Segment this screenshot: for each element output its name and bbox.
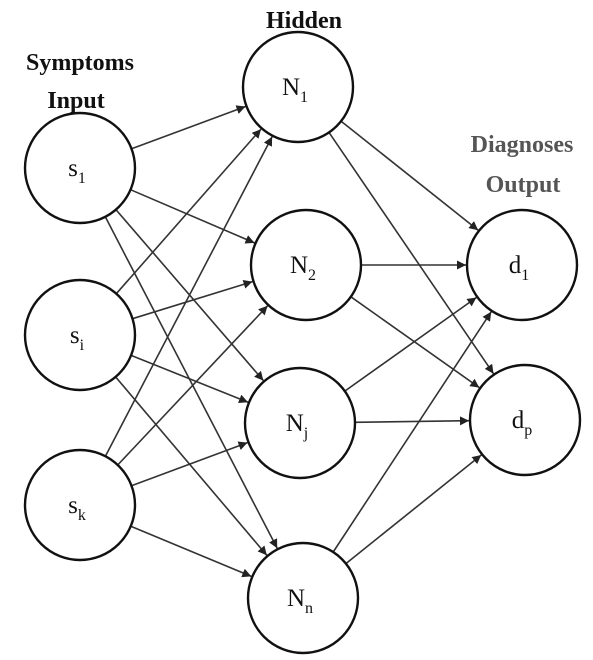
node-subscript: j xyxy=(303,425,308,442)
node-subscript: 1 xyxy=(78,170,86,187)
edge-si-Nn xyxy=(114,376,268,556)
edge-N2-dp xyxy=(350,296,480,389)
input-layer-title: Symptoms xyxy=(26,50,134,76)
edge-sk-Nn xyxy=(130,525,252,578)
edge-sk-Nj xyxy=(131,441,248,487)
edge-si-Nj xyxy=(130,354,249,404)
node-circle xyxy=(23,111,137,225)
node-subscript: 2 xyxy=(308,267,316,284)
node-circle xyxy=(246,541,360,655)
node-Nn: Nn xyxy=(246,541,360,655)
edge-s1-Nn xyxy=(104,216,278,549)
node-d1: d1 xyxy=(465,208,579,322)
node-subscript: 1 xyxy=(300,89,308,106)
output-layer-subtitle: Output xyxy=(486,172,561,198)
edge-s1-N2 xyxy=(130,188,255,244)
hidden-layer-title: Hidden xyxy=(266,8,342,34)
edge-si-N2 xyxy=(132,279,253,320)
node-N2: N2 xyxy=(249,208,363,322)
node-dp: dp xyxy=(468,363,582,477)
node-sk: sk xyxy=(23,448,137,562)
node-s1: s1 xyxy=(23,111,137,225)
edge-Nn-d1 xyxy=(332,311,492,553)
edge-Nj-d1 xyxy=(344,296,477,392)
connections xyxy=(104,105,495,578)
edge-Nn-dp xyxy=(345,454,482,565)
node-si: si xyxy=(23,278,137,392)
node-subscript: p xyxy=(524,422,532,439)
node-circle xyxy=(243,366,357,480)
output-layer-title: Diagnoses xyxy=(471,132,574,158)
node-subscript: i xyxy=(80,337,85,354)
node-Nj: Nj xyxy=(243,366,357,480)
edge-sk-N2 xyxy=(117,305,269,466)
edge-s1-N1 xyxy=(131,105,246,150)
node-circle xyxy=(23,278,137,392)
node-N1: N1 xyxy=(241,30,355,144)
node-subscript: n xyxy=(305,600,313,617)
edge-Nj-dp xyxy=(354,416,470,426)
node-circle xyxy=(23,448,137,562)
edge-N1-d1 xyxy=(340,120,479,231)
node-subscript: k xyxy=(78,507,86,524)
node-label: Nj xyxy=(286,410,309,442)
edge-sk-N1 xyxy=(104,136,273,457)
input-layer-subtitle: Input xyxy=(47,88,104,114)
node-circle xyxy=(468,363,582,477)
edge-N1-dp xyxy=(328,131,495,375)
edge-si-N1 xyxy=(115,128,262,295)
node-circle xyxy=(249,208,363,322)
node-circle xyxy=(465,208,579,322)
node-subscript: 1 xyxy=(521,267,529,284)
node-circle xyxy=(241,30,355,144)
